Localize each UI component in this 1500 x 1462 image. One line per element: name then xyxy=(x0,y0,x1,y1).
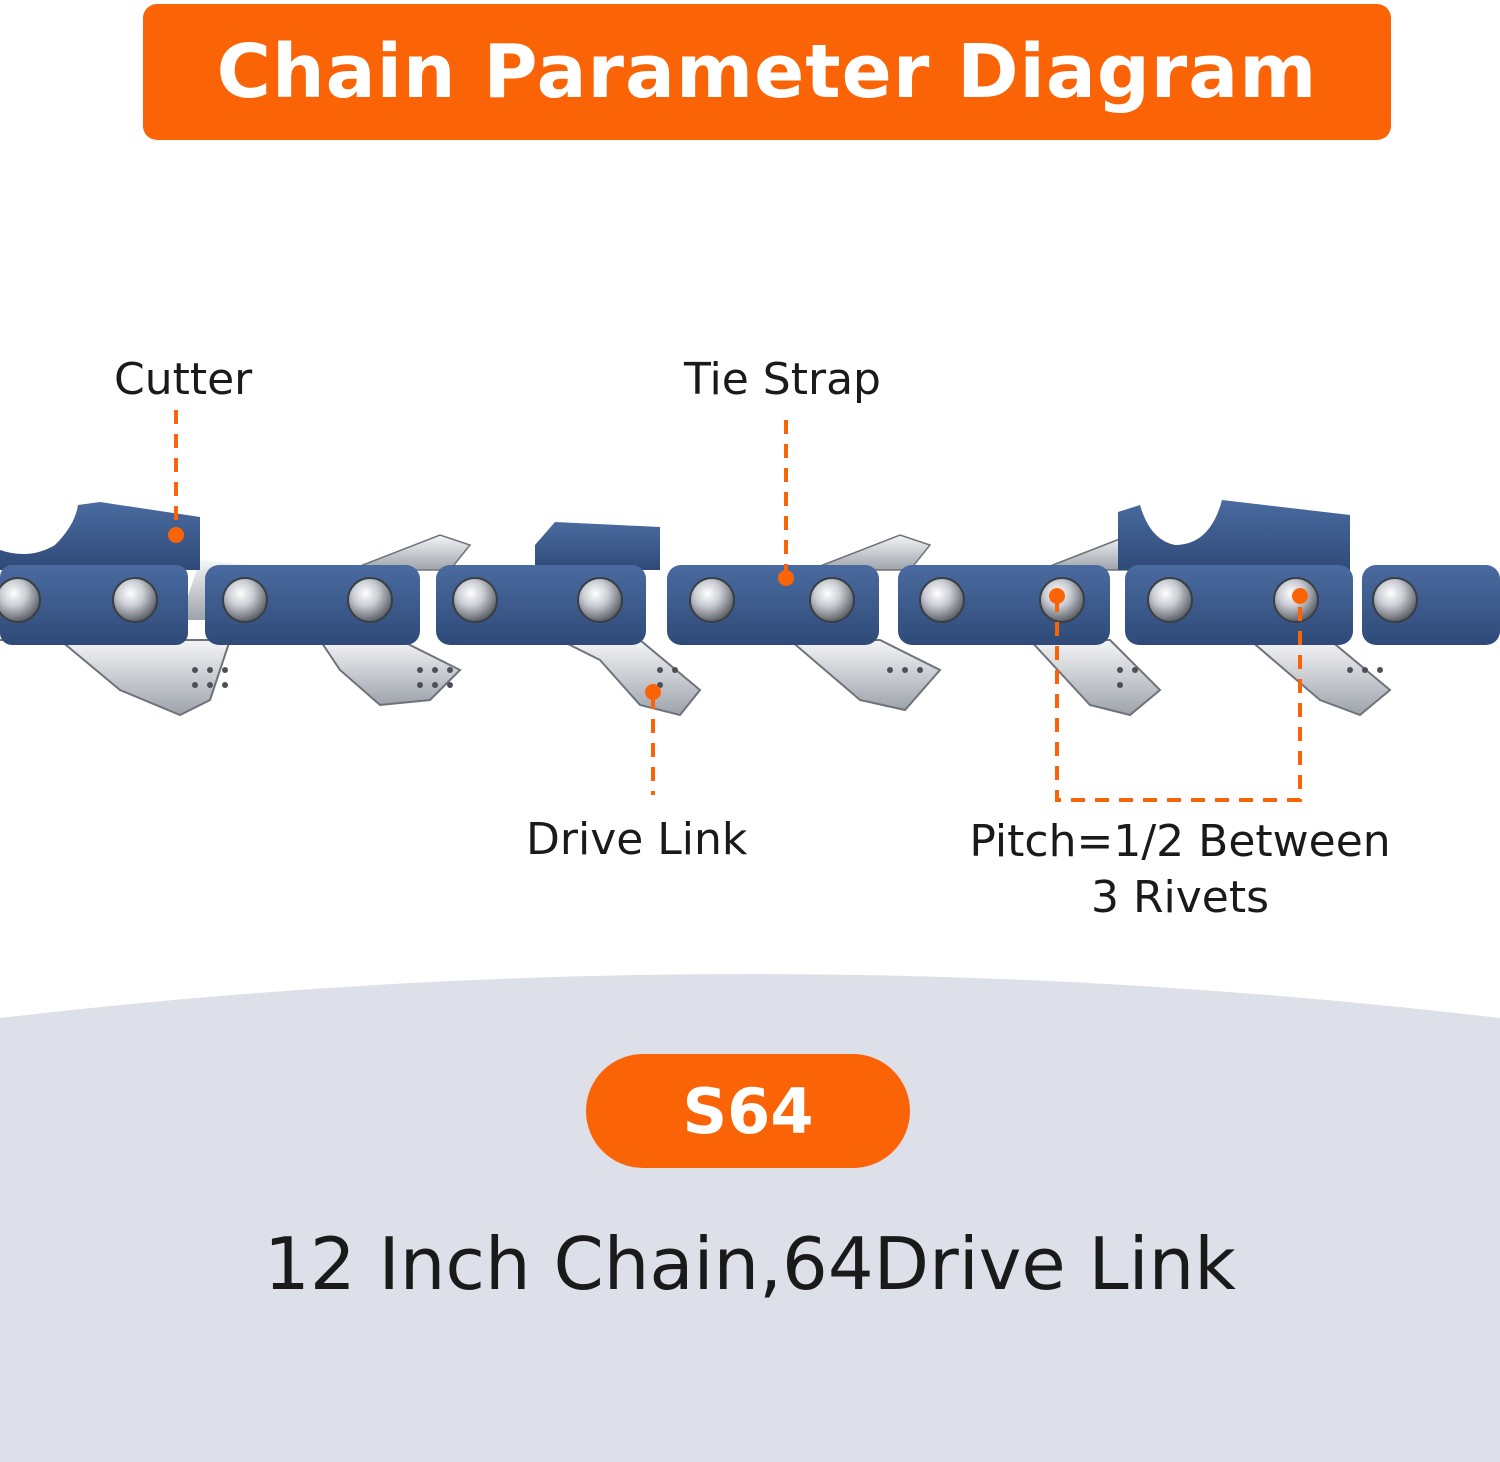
cutters xyxy=(0,500,1350,570)
bottom-panel xyxy=(0,974,1500,1462)
pitch-label: Pitch=1/2 Between 3 Rivets xyxy=(940,814,1420,926)
chain-diagram xyxy=(0,410,1500,802)
page-title: Chain Parameter Diagram xyxy=(216,29,1318,115)
pitch-label-line2: 3 Rivets xyxy=(1090,872,1270,923)
model-name: S64 xyxy=(682,1074,814,1148)
spec-text: 12 Inch Chain,64Drive Link xyxy=(264,1222,1236,1306)
drive-link-label: Drive Link xyxy=(526,814,748,865)
callout-dots xyxy=(168,527,1308,700)
drive-link-dots xyxy=(192,667,1383,688)
callouts xyxy=(174,410,1302,802)
pitch-label-line1: Pitch=1/2 Between xyxy=(969,816,1391,867)
model-badge: S64 xyxy=(586,1054,910,1168)
tie-strap-label: Tie Strap xyxy=(684,354,881,405)
title-banner: Chain Parameter Diagram xyxy=(143,4,1391,140)
cutter-label: Cutter xyxy=(114,354,253,405)
